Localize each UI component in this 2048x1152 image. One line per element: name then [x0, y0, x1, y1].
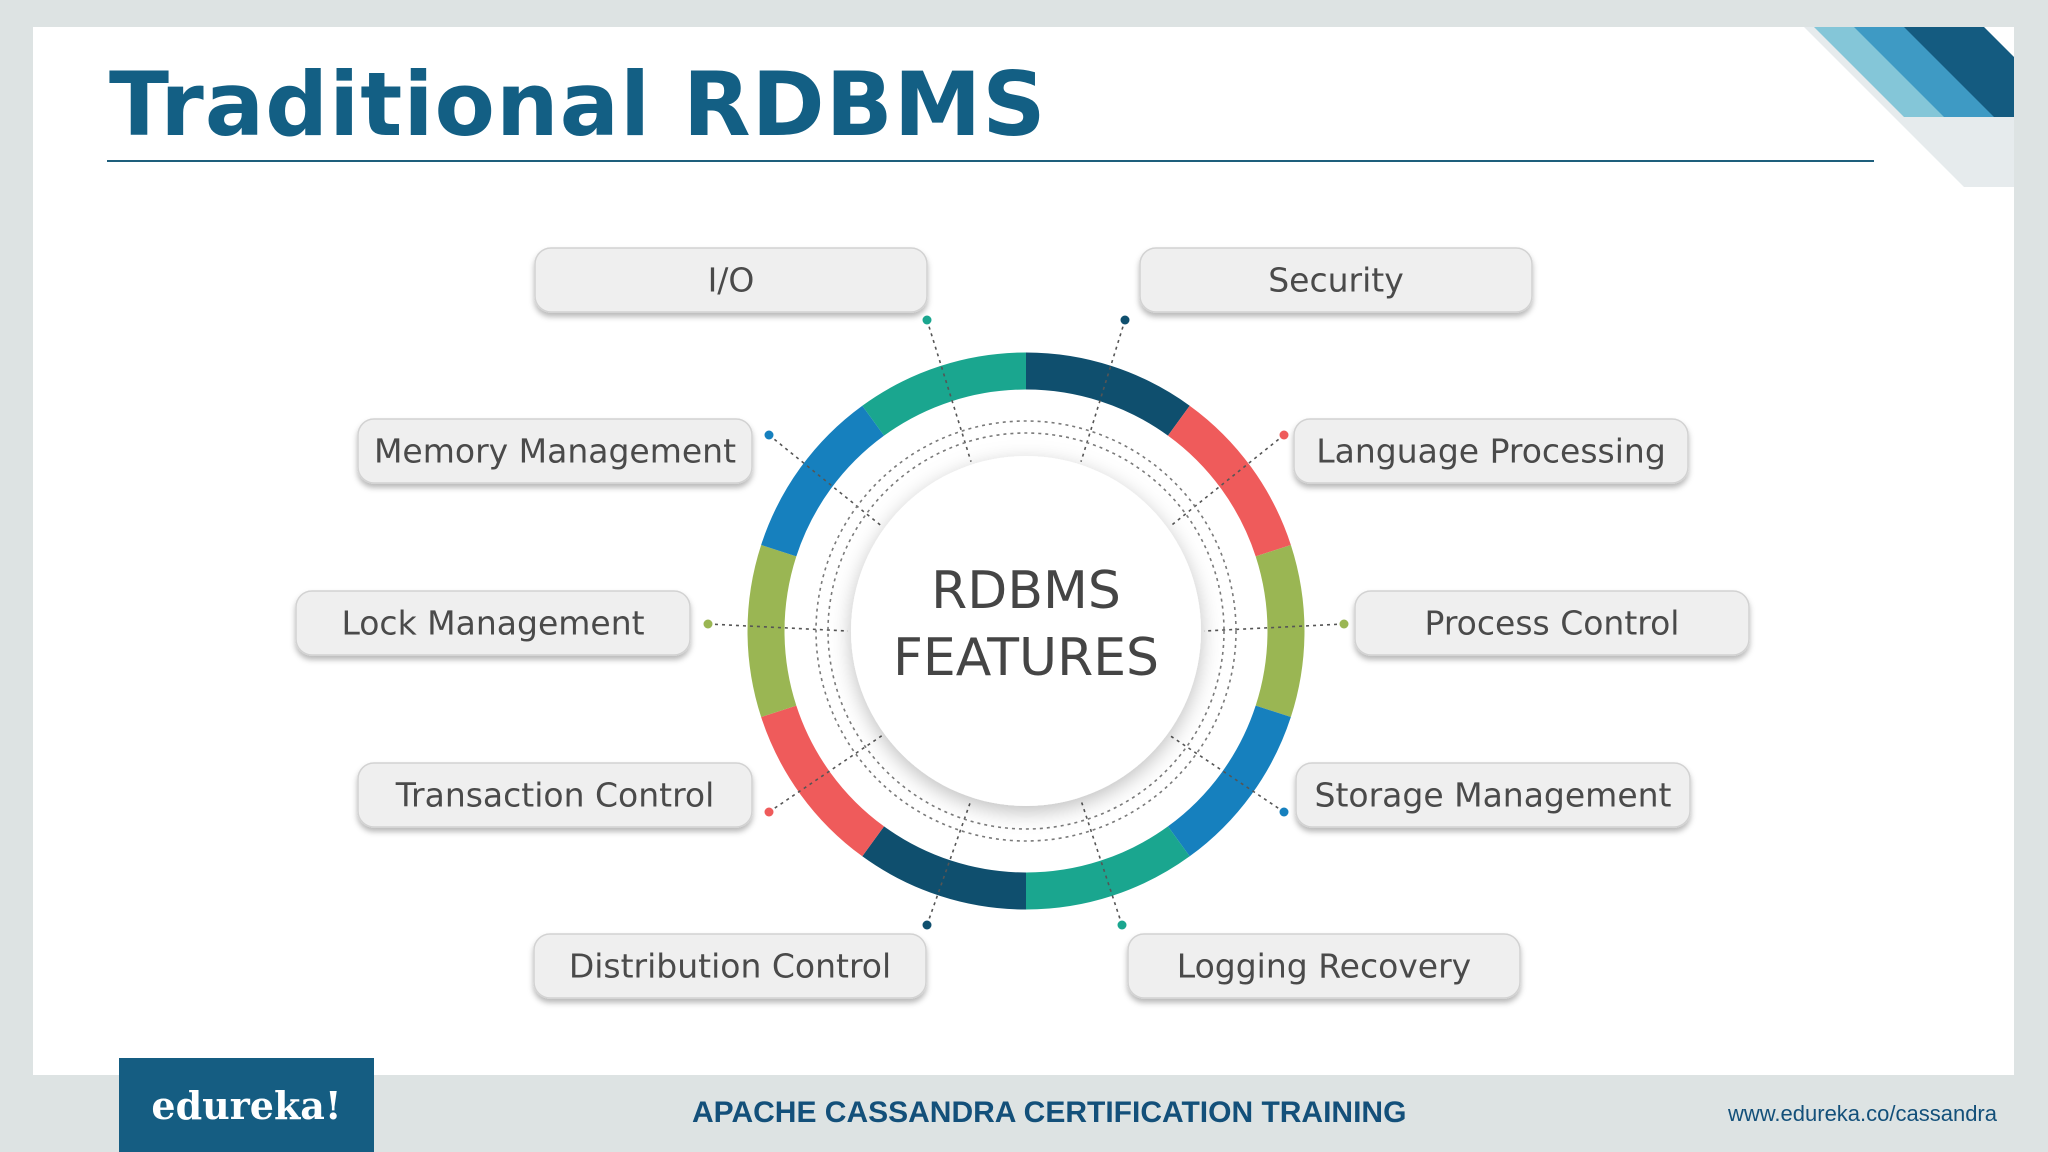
feature-label-storage-management: Storage Management: [1315, 776, 1672, 815]
connector-dot-memory-management: [764, 430, 774, 440]
dotted-ring-inner: [827, 432, 1225, 830]
feature-label-i-o: I/O: [708, 261, 755, 300]
ring-segment-3: [1167, 705, 1291, 857]
feature-i-o: I/O: [534, 247, 928, 313]
ring-segment-0: [1025, 352, 1190, 436]
ring-segment-2: [1255, 544, 1305, 718]
connector-line-transaction-control: [768, 734, 883, 813]
connector-dot-logging-recovery: [1117, 920, 1127, 930]
feature-pill-language-processing: [1293, 418, 1689, 484]
feature-pill-distribution-control: [533, 933, 927, 999]
connector-dot-language-processing: [1279, 430, 1289, 440]
feature-language-processing: Language Processing: [1293, 418, 1689, 484]
feature-pill-security: [1139, 247, 1533, 313]
connector-dot-distribution-control: [922, 920, 932, 930]
connector-dot-lock-management: [703, 619, 713, 629]
feature-security: Security: [1139, 247, 1533, 313]
feature-storage-management: Storage Management: [1295, 762, 1691, 828]
feature-label-lock-management: Lock Management: [341, 604, 644, 643]
course-title: APACHE CASSANDRA CERTIFICATION TRAINING: [692, 1096, 1407, 1129]
connector-line-process-control: [1203, 623, 1345, 632]
feature-memory-management: Memory Management: [357, 418, 753, 484]
feature-pill-memory-management: [357, 418, 753, 484]
connector-dot-storage-management: [1279, 807, 1289, 817]
feature-pill-process-control: [1354, 590, 1750, 656]
connector-lines: [703, 315, 1349, 930]
dotted-ring-outer: [815, 420, 1237, 842]
corner-decoration: [1804, 27, 2014, 187]
connector-line-logging-recovery: [1080, 800, 1123, 926]
connector-dot-i-o: [922, 315, 932, 325]
feature-transaction-control: Transaction Control: [357, 762, 753, 828]
feature-label-distribution-control: Distribution Control: [569, 947, 891, 986]
ring-segment-9: [862, 352, 1027, 436]
website-url: www.edureka.co/cassandra: [1727, 1101, 1997, 1126]
feature-label-transaction-control: Transaction Control: [395, 776, 715, 815]
ring-segment-1: [1167, 405, 1291, 557]
brand-logo: edureka!: [119, 1058, 374, 1152]
feature-distribution-control: Distribution Control: [533, 933, 927, 999]
center-circle: [851, 456, 1201, 806]
feature-label-security: Security: [1268, 261, 1404, 300]
ring-segment-4: [1025, 826, 1190, 910]
feature-ring: [747, 352, 1305, 910]
ring-segment-8: [761, 405, 885, 557]
feature-pill-i-o: [534, 247, 928, 313]
ring-segment-6: [761, 705, 885, 857]
center-title-line-2: FEATURES: [893, 628, 1159, 688]
title-divider: [107, 160, 1874, 162]
connector-dot-process-control: [1339, 619, 1349, 629]
ring-segment-5: [862, 826, 1027, 910]
feature-label-language-processing: Language Processing: [1316, 432, 1666, 471]
feature-label-process-control: Process Control: [1425, 604, 1680, 643]
feature-lock-management: Lock Management: [295, 590, 691, 656]
connector-dot-transaction-control: [764, 807, 774, 817]
connector-line-distribution-control: [926, 800, 972, 926]
connector-line-memory-management: [768, 434, 883, 528]
feature-pill-logging-recovery: [1127, 933, 1521, 999]
connector-line-language-processing: [1169, 434, 1285, 528]
connector-line-lock-management: [707, 623, 849, 632]
ring-segment-7: [747, 544, 797, 718]
center-title-line-1: RDBMS: [931, 561, 1121, 621]
feature-process-control: Process Control: [1354, 590, 1750, 656]
feature-logging-recovery: Logging Recovery: [1127, 933, 1521, 999]
feature-pill-transaction-control: [357, 762, 753, 828]
connector-dot-security: [1120, 315, 1130, 325]
slide-title: Traditional RDBMS: [109, 53, 1047, 156]
feature-label-logging-recovery: Logging Recovery: [1177, 947, 1471, 986]
connector-line-storage-management: [1169, 734, 1285, 813]
feature-pill-lock-management: [295, 590, 691, 656]
feature-label-memory-management: Memory Management: [374, 432, 736, 471]
feature-pill-storage-management: [1295, 762, 1691, 828]
